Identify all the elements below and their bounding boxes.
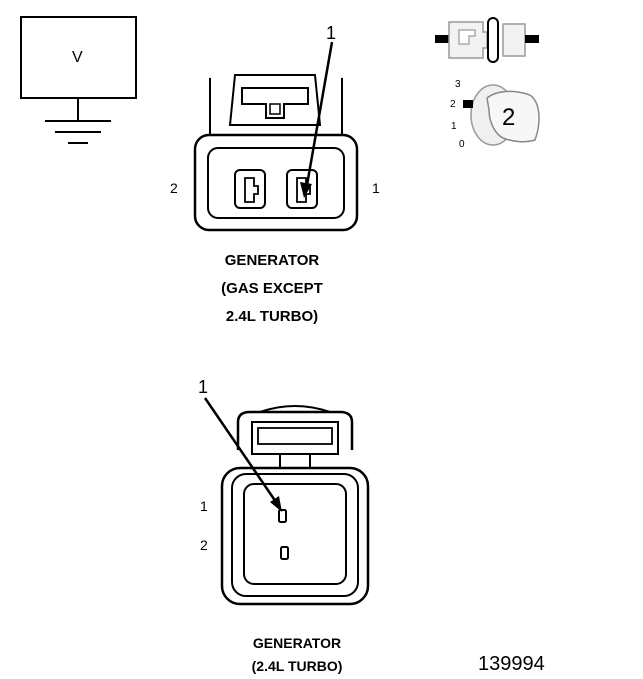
pin-slot-2 — [280, 546, 289, 560]
voltmeter-label: V — [72, 49, 83, 66]
callout-number-turbo: 1 — [198, 377, 209, 397]
position-number-3: 3 — [455, 79, 461, 90]
position-key-icon — [435, 17, 540, 146]
callout-number-gas: 1 — [326, 23, 337, 43]
caption-turbo-line-1: GENERATOR — [252, 635, 342, 651]
position-big-number: 2 — [502, 104, 516, 131]
pin-label-top: 1 — [200, 498, 208, 514]
voltmeter-symbol — [20, 16, 137, 144]
caption-gas-line-1: GENERATOR — [224, 252, 320, 269]
connector-gas-drawing — [193, 41, 359, 232]
pin-slot-1 — [278, 509, 287, 523]
connector-turbo-drawing — [203, 397, 370, 606]
figure-number: 139994 — [478, 653, 545, 675]
caption-turbo-line-2: (2.4L TURBO) — [251, 658, 343, 674]
position-number-1: 1 — [451, 121, 457, 132]
pin-label-bottom: 2 — [200, 537, 208, 553]
pin-label-left: 2 — [170, 180, 178, 196]
callout-arrow-gas — [305, 41, 334, 186]
caption-gas-line-2: (GAS EXCEPT — [221, 280, 323, 297]
caption-gas-line-3: 2.4L TURBO) — [225, 308, 319, 325]
position-number-2: 2 — [450, 99, 456, 110]
pin-label-right: 1 — [372, 180, 380, 196]
position-number-0: 0 — [459, 139, 465, 150]
callout-arrow-turbo — [203, 397, 278, 503]
